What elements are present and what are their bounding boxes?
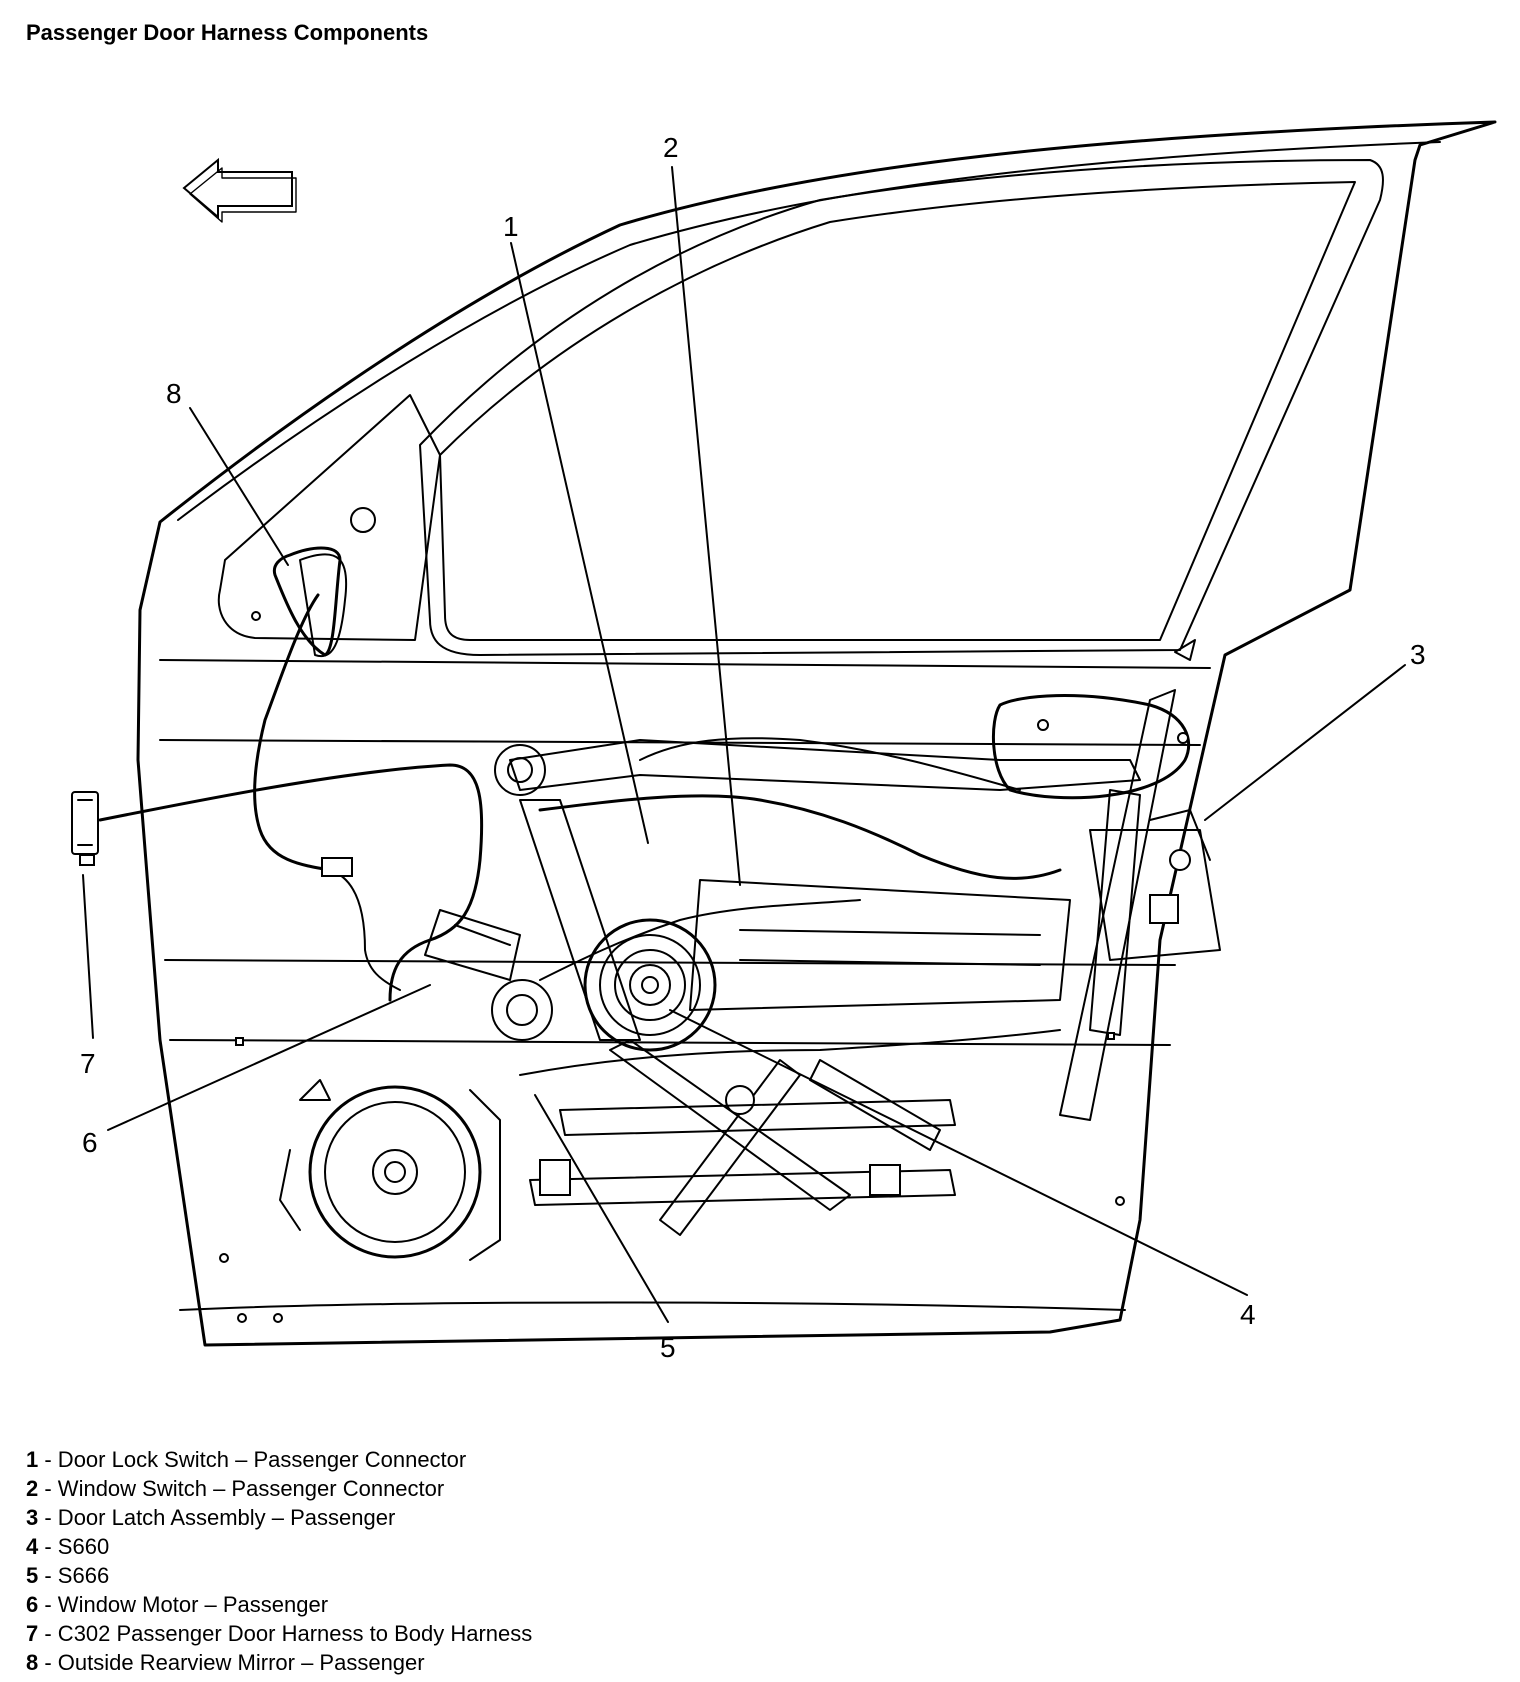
- legend-number: 2: [26, 1476, 39, 1501]
- legend-number: 3: [26, 1505, 39, 1530]
- window-frame: [419, 159, 1384, 661]
- callout-4: 4: [1240, 1299, 1256, 1330]
- component-legend: 1 - Door Lock Switch – Passenger Connect…: [26, 1445, 532, 1677]
- legend-item: 3 - Door Latch Assembly – Passenger: [26, 1503, 532, 1532]
- legend-text: - Outside Rearview Mirror – Passenger: [38, 1650, 425, 1675]
- legend-text: - Window Motor – Passenger: [38, 1592, 329, 1617]
- legend-item: 7 - C302 Passenger Door Harness to Body …: [26, 1619, 532, 1648]
- legend-number: 5: [26, 1563, 39, 1588]
- door-latch: [1089, 809, 1221, 961]
- legend-item: 2 - Window Switch – Passenger Connector: [26, 1474, 532, 1503]
- legend-item: 8 - Outside Rearview Mirror – Passenger: [26, 1648, 532, 1677]
- legend-item: 5 - S666: [26, 1561, 532, 1590]
- legend-text: - C302 Passenger Door Harness to Body Ha…: [38, 1621, 533, 1646]
- legend-number: 6: [26, 1592, 39, 1617]
- callout-3: 3: [1410, 639, 1426, 670]
- left-arrow-icon: [182, 157, 297, 223]
- callout-1: 1: [503, 211, 519, 242]
- legend-number: 8: [26, 1650, 39, 1675]
- mirror-mount: [217, 394, 441, 658]
- legend-item: 4 - S660: [26, 1532, 532, 1561]
- callout-2: 2: [663, 132, 679, 163]
- legend-text: - S660: [38, 1534, 110, 1559]
- callout-7: 7: [80, 1048, 96, 1079]
- legend-item: 1 - Door Lock Switch – Passenger Connect…: [26, 1445, 532, 1474]
- legend-number: 1: [26, 1447, 39, 1472]
- access-holes: [219, 1032, 1125, 1323]
- callout-6: 6: [82, 1127, 98, 1158]
- door-harness: [98, 593, 1062, 1076]
- legend-number: 7: [26, 1621, 39, 1646]
- legend-text: - Door Latch Assembly – Passenger: [38, 1505, 396, 1530]
- c302-connector: [71, 791, 99, 866]
- legend-item: 6 - Window Motor – Passenger: [26, 1590, 532, 1619]
- door-diagram: 1 2 3 4 5 6 7 8: [71, 120, 1497, 1363]
- door-shell: [136, 120, 1497, 1347]
- callout-8: 8: [166, 378, 182, 409]
- legend-text: - Window Switch – Passenger Connector: [38, 1476, 445, 1501]
- callout-numbers: 1 2 3 4 5 6 7 8: [80, 132, 1426, 1363]
- leader-lines: [82, 166, 1406, 1323]
- window-regulator: [509, 689, 1176, 1236]
- legend-text: - Door Lock Switch – Passenger Connector: [38, 1447, 467, 1472]
- legend-number: 4: [26, 1534, 39, 1559]
- page-title: Passenger Door Harness Components: [26, 20, 429, 45]
- door-speaker: [279, 1079, 501, 1261]
- window-motor: [424, 744, 717, 1052]
- callout-5: 5: [660, 1332, 676, 1363]
- inside-handle-bracket: [991, 694, 1191, 800]
- legend-text: - S666: [38, 1563, 110, 1588]
